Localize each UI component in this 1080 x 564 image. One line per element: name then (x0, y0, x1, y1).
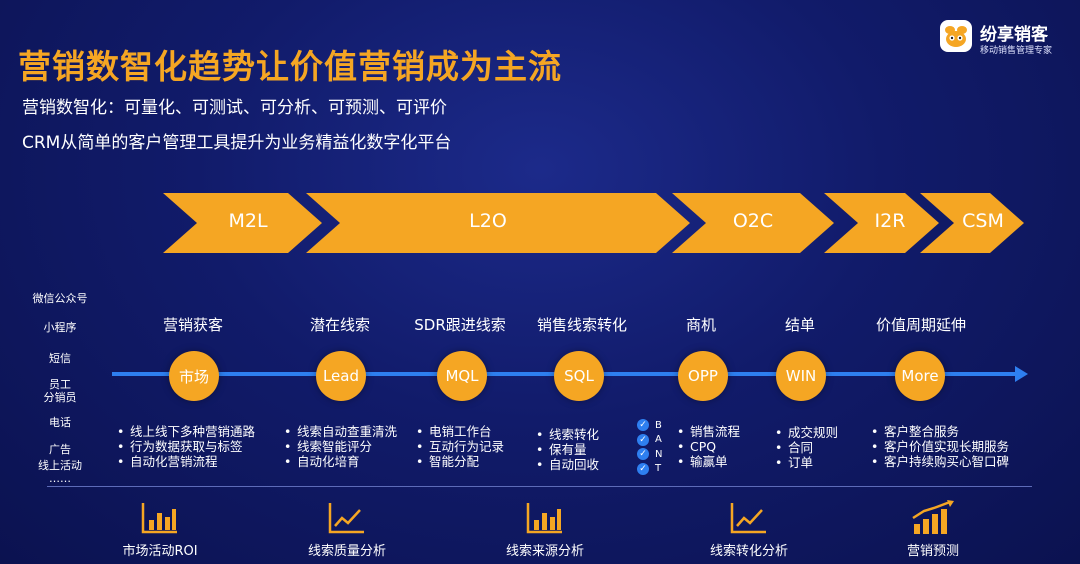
list-item: 线索自动查重清洗 (284, 424, 397, 439)
channel-phone: 电话 (49, 416, 71, 429)
stage-label-i2r: I2R (874, 210, 906, 232)
list-item: 订单 (775, 455, 838, 470)
step-title-acquisition: 营销获客 (162, 316, 224, 334)
metric-lead-quality: 线索质量分析 (282, 500, 412, 559)
subtitle-2: CRM从简单的客户管理工具提升为业务精益化数字化平台 (22, 133, 452, 153)
list-sdr: 电销工作台 互动行为记录 智能分配 (416, 424, 504, 469)
list-opp: 销售流程 CPQ 输赢单 (677, 424, 740, 469)
channel-distributor: 分销员 (43, 391, 77, 404)
channel-wechat: 微信公众号 (32, 292, 88, 305)
step-title-lead: 潜在线索 (309, 316, 371, 334)
subtitle-1: 营销数智化：可量化、可测试、可分析、可预测、可评价 (22, 98, 447, 118)
list-item: 线索转化 (536, 427, 599, 442)
list-item: 输赢单 (677, 454, 740, 469)
metric-campaign-roi: 市场活动ROI (95, 500, 225, 559)
check-circle-icon: ✓ (637, 462, 649, 475)
list-item: 客户整合服务 (871, 424, 1009, 439)
step-title-lifecycle: 价值周期延伸 (875, 316, 967, 334)
check-circle-icon: ✓ (637, 419, 649, 432)
list-lead: 线索自动查重清洗 线索智能评分 自动化培育 (284, 424, 397, 469)
chevron-l2o (306, 193, 690, 253)
list-item: 线索智能评分 (284, 439, 397, 454)
metric-lead-source: 线索来源分析 (480, 500, 610, 559)
list-item: 自动化培育 (284, 454, 397, 469)
node-sql: SQL (554, 351, 604, 401)
metric-lead-conversion: 线索转化分析 (684, 500, 814, 559)
list-item: 线上线下多种营销通路 (117, 424, 255, 439)
step-title-sdr: SDR跟进线索 (414, 316, 506, 334)
node-win: WIN (776, 351, 826, 401)
list-item: 客户持续购买心智口碑 (871, 454, 1009, 469)
brand-tagline: 移动销售管理专家 (980, 46, 1053, 56)
section-divider (47, 486, 1032, 487)
node-market: 市场 (169, 351, 219, 401)
bar-chart-icon (526, 503, 562, 534)
list-lifecycle: 客户整合服务 客户价值实现长期服务 客户持续购买心智口碑 (871, 424, 1009, 469)
line-chart-icon (730, 503, 766, 534)
list-item: 行为数据获取与标签 (117, 439, 255, 454)
chevron-i2r (824, 193, 939, 253)
channel-more: …… (49, 472, 71, 485)
page-title: 营销数智化趋势让价值营销成为主流 (18, 47, 562, 86)
step-title-opp: 商机 (685, 316, 717, 334)
node-more: More (895, 351, 945, 401)
metric-label: 营销预测 (906, 544, 959, 559)
bar-trend-chart-icon (912, 500, 954, 534)
bant-row-b: ✓B (637, 418, 662, 433)
list-item: 成交规则 (775, 425, 838, 440)
chevron-o2c (672, 193, 834, 253)
channel-employee: 员工 (49, 378, 71, 391)
step-title-win: 结单 (784, 316, 816, 334)
channel-online-events: 线上活动 (38, 459, 82, 472)
list-item: 保有量 (536, 442, 599, 457)
channel-miniprogram: 小程序 (43, 321, 77, 334)
bant-row-t: ✓T (637, 462, 662, 477)
list-item: CPQ (677, 439, 740, 454)
step-title-sql: 销售线索转化 (536, 316, 628, 334)
stage-label-csm: CSM (962, 210, 1004, 232)
bee-mascot-icon (940, 20, 972, 52)
bant-row-n: ✓N (637, 447, 662, 462)
metric-marketing-forecast: 营销预测 (868, 500, 998, 559)
stage-label-m2l: M2L (228, 210, 268, 232)
list-item: 互动行为记录 (416, 439, 504, 454)
check-circle-icon: ✓ (637, 448, 649, 461)
list-item: 自动化营销流程 (117, 454, 255, 469)
chevron-m2l (163, 193, 322, 253)
node-opp: OPP (678, 351, 728, 401)
node-lead: Lead (316, 351, 366, 401)
stage-label-o2c: O2C (732, 210, 774, 232)
metric-label: 线索来源分析 (505, 544, 584, 559)
metric-label: 市场活动ROI (122, 544, 198, 559)
list-item: 客户价值实现长期服务 (871, 439, 1009, 454)
bar-chart-icon (141, 503, 177, 534)
list-item: 自动回收 (536, 457, 599, 472)
bant-checklist: ✓B ✓A ✓N ✓T (637, 418, 662, 476)
line-chart-icon (328, 503, 364, 534)
brand-logo: 纷享销客 移动销售管理专家 (940, 20, 1070, 64)
list-item: 销售流程 (677, 424, 740, 439)
list-item: 电销工作台 (416, 424, 504, 439)
channel-sms: 短信 (49, 352, 71, 365)
channel-ads: 广告 (49, 443, 71, 456)
metric-label: 线索转化分析 (709, 544, 788, 559)
metric-label: 线索质量分析 (307, 544, 386, 559)
list-item: 智能分配 (416, 454, 504, 469)
chevron-csm (920, 193, 1024, 253)
list-acquisition: 线上线下多种营销通路 行为数据获取与标签 自动化营销流程 (117, 424, 255, 469)
stage-label-l2o: L2O (469, 210, 507, 232)
list-win: 成交规则 合同 订单 (775, 425, 838, 470)
brand-name: 纷享销客 (980, 25, 1048, 45)
list-sql: 线索转化 保有量 自动回收 (536, 427, 599, 472)
node-mql: MQL (437, 351, 487, 401)
list-item: 合同 (775, 440, 838, 455)
timeline-arrow-icon (1015, 366, 1028, 382)
check-circle-icon: ✓ (637, 433, 649, 446)
bant-row-a: ✓A (637, 433, 662, 448)
